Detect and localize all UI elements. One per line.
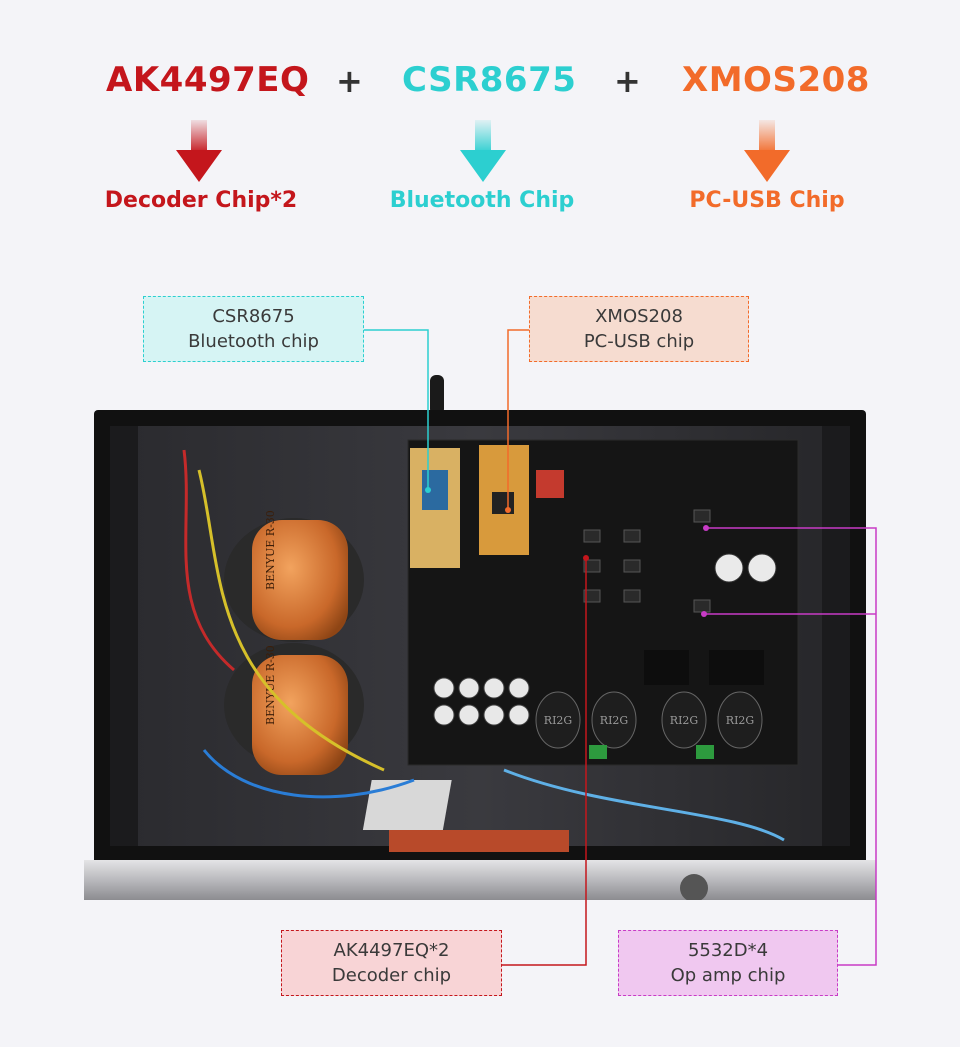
bluetooth-callout-title: CSR8675 [212,306,295,327]
decoder-callout: AK4497EQ*2 Decoder chip [281,930,502,996]
chip2-desc: Bluetooth Chip [389,188,575,213]
usb-callout-desc: PC-USB chip [583,331,695,352]
arrow-down-icon [744,120,790,182]
bluetooth-callout: CSR8675 Bluetooth chip [143,296,364,362]
plus-sign-1: + [336,62,363,100]
usb-callout: XMOS208 PC-USB chip [529,296,749,362]
plus-sign-2: + [614,62,641,100]
chip2-name: CSR8675 [402,60,577,100]
chip1-name: AK4497EQ [106,60,310,100]
chip3-name: XMOS208 [682,60,870,100]
arrow-down-icon [460,120,506,182]
opamp-callout-desc: Op amp chip [670,965,786,986]
capacitor-label: RI2G [600,714,628,727]
arrow-down-icon [176,120,222,182]
capacitor-label: RI2G [544,714,572,727]
chip1-desc: Decoder Chip*2 [104,188,298,213]
capacitor-label: RI2G [670,714,698,727]
bluetooth-callout-desc: Bluetooth chip [188,331,319,352]
decoder-callout-desc: Decoder chip [331,965,452,986]
opamp-callout-title: 5532D*4 [687,940,769,961]
chip3-desc: PC-USB Chip [689,188,845,213]
usb-callout-title: XMOS208 [595,306,683,327]
opamp-callout: 5532D*4 Op amp chip [618,930,838,996]
decoder-callout-title: AK4497EQ*2 [333,940,450,961]
amplifier-interior-photo: BENYUE R-30 BENYUE R-30 RI2G RI2G RI2G R… [84,375,876,900]
transformer-label: BENYUE R-30 [264,510,277,590]
transformer-label: BENYUE R-30 [264,645,277,725]
capacitor-label: RI2G [726,714,754,727]
